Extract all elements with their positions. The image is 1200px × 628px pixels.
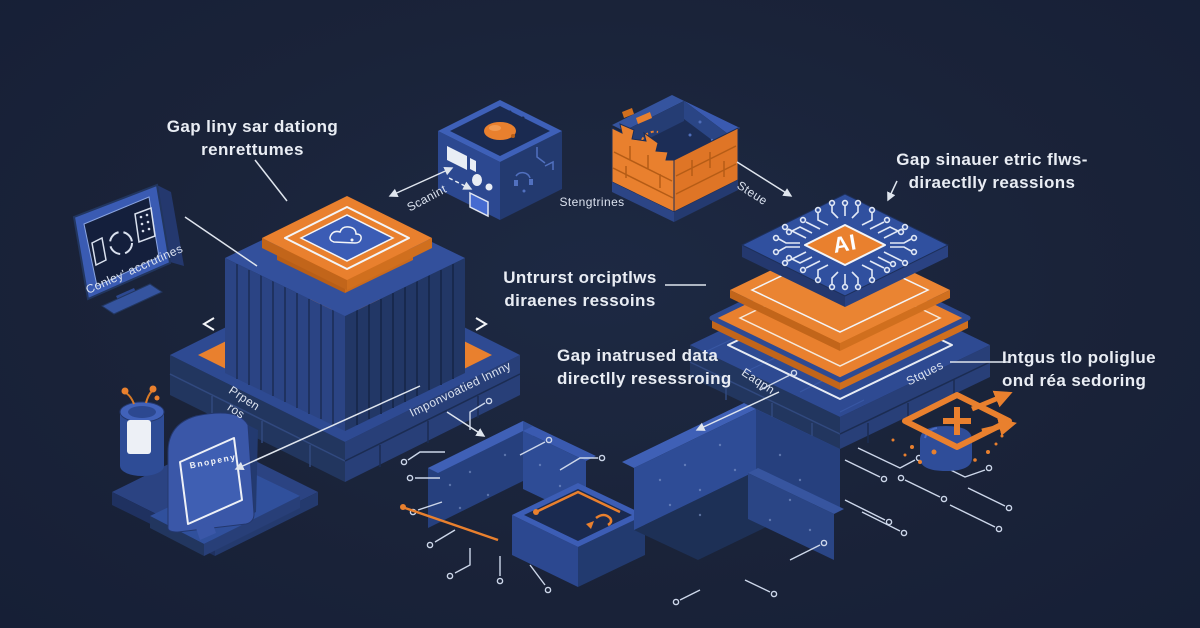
circuit-traces <box>400 369 1013 606</box>
arrow-to-tombstone <box>234 385 421 471</box>
arrow-scanint <box>388 166 454 198</box>
arrow-eaqpn <box>695 391 780 431</box>
arrow-imponvoatied <box>446 411 486 437</box>
circuit-traces <box>772 199 918 291</box>
arrow-steue <box>736 161 793 197</box>
circuit-boxes-icon <box>400 369 1013 606</box>
monitor-icon <box>72 183 184 315</box>
flow-funnel-icon <box>891 390 1017 471</box>
battery-tombstone-icon <box>112 385 318 556</box>
container-stack-icon <box>169 196 521 482</box>
arrow-label2-down <box>887 180 898 202</box>
line-monitor-to-container <box>184 216 258 267</box>
scanner-cube-icon <box>438 100 562 220</box>
broken-firewall-icon <box>611 95 740 222</box>
connector-lines <box>184 159 1010 471</box>
ai-chip-stack-icon <box>689 193 991 449</box>
line-label1-to-container <box>254 159 288 202</box>
